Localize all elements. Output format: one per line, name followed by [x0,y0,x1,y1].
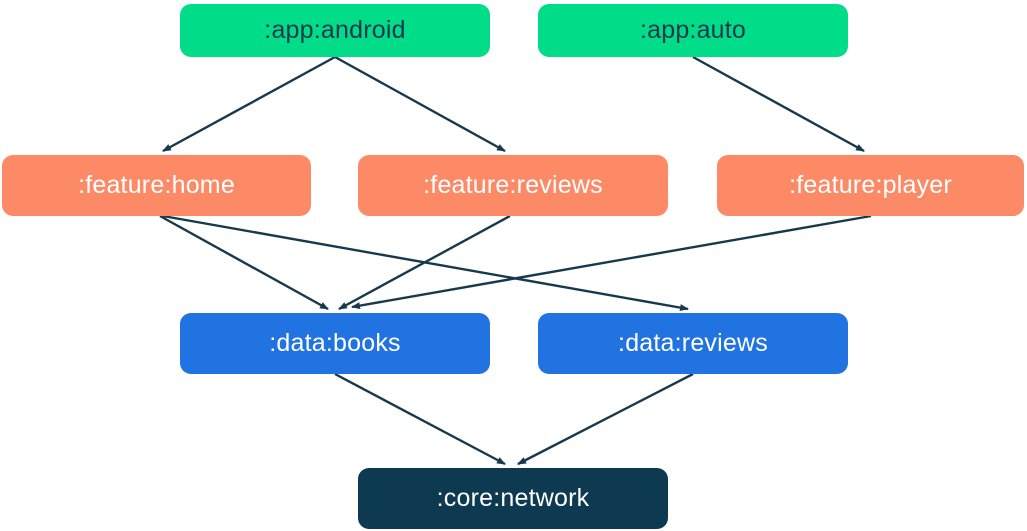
node-feature-home: :feature:home [2,155,311,216]
edge-feature-home-to-data-books [159,214,329,311]
edge-data-books-to-core-network [334,372,506,466]
module-label: :data:reviews [618,329,768,357]
module-label: :core:network [436,484,590,512]
node-feature-reviews: :feature:reviews [358,155,668,216]
module-label: :app:auto [639,16,747,44]
node-feature-player: :feature:player [717,155,1024,216]
node-core-network: :core:network [358,468,668,529]
module-label: :feature:home [78,171,235,199]
edge-app-auto-to-feature-player [692,55,865,153]
edge-feature-player-to-data-books [351,214,872,310]
edge-data-reviews-to-core-network [517,372,694,466]
edge-feature-reviews-to-data-books [338,214,511,311]
node-app-auto: :app:auto [538,4,848,57]
module-label: :data:books [269,329,401,357]
module-label: :app:android [264,16,406,44]
edge-app-android-to-feature-home [162,55,336,153]
module-label: :feature:player [789,171,952,199]
node-data-books: :data:books [180,313,490,374]
edge-app-android-to-feature-reviews [334,55,506,153]
node-data-reviews: :data:reviews [538,313,848,374]
edge-feature-home-to-data-reviews [162,214,689,312]
module-label: :feature:reviews [423,171,603,199]
node-app-android: :app:android [180,4,490,57]
